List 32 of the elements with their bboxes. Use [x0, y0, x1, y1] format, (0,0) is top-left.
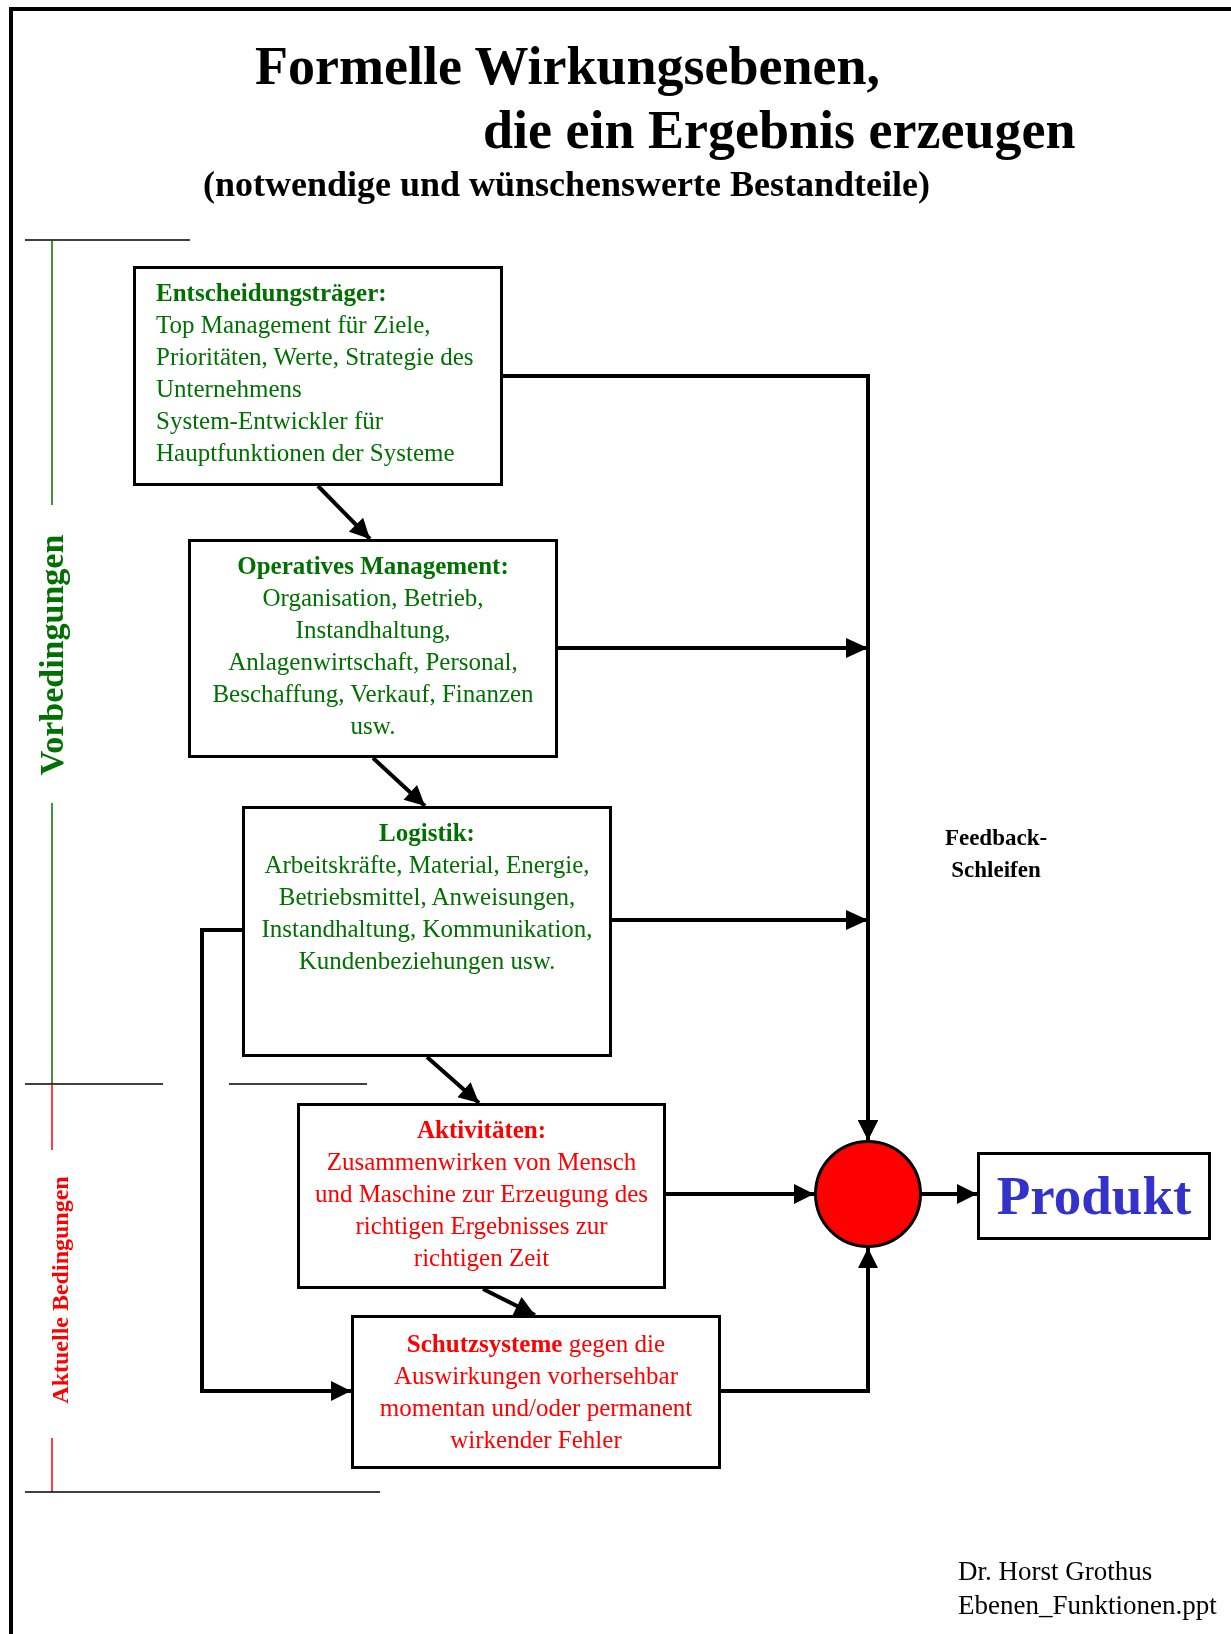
arrow — [316, 484, 372, 541]
process-box — [133, 266, 503, 486]
box-text: System-Entwickler für Hauptfunktionen der Systeme — [156, 406, 456, 468]
arrow — [200, 928, 351, 1401]
box-text: Organisation, Betrieb, Instandhaltung, Anlagenwirtschaft, Personal, Beschaffung, Verkauf, Finanzen usw. — [211, 583, 535, 741]
process-box — [351, 1315, 721, 1469]
box-text: Zusammenwirken von Mensch und Maschine zur Erzeugung des richtigen Ergebnisses zur richtigen Zeit — [313, 1147, 650, 1273]
box-text: Arbeitskräfte, Material, Energie, Betriebsmittel, Anweisungen, Instandhaltung, Kommunikation, Kundenbeziehungen usw. — [260, 850, 594, 976]
arrow — [666, 1184, 814, 1204]
box-text: Top Management für Ziele, Prioritäten, Werte, Strategie des Unternehmens — [156, 310, 475, 404]
box-heading: Logistik: — [378, 818, 476, 848]
box-text: Schutzsysteme gegen die Auswirkungen vorhersehbar momentan und/oder permanent wirkender Fehler — [378, 1329, 694, 1455]
title: Formelle Wirkungsebenen, die ein Ergebnis erzeugen — [255, 35, 1076, 162]
side-label: Aktuelle Bedingungen — [48, 1176, 72, 1404]
arrow — [482, 1287, 536, 1317]
feedback-label: Feedback- Schleifen — [943, 824, 1049, 884]
box-heading: Entscheidungsträger: — [156, 278, 388, 308]
arrow — [425, 1055, 481, 1105]
file-name-text: Ebenen_Funktionen.ppt — [958, 1589, 1217, 1622]
arrow — [721, 1248, 878, 1393]
arrow — [371, 756, 427, 808]
box-text: Produkt — [996, 1163, 1192, 1228]
process-box — [297, 1103, 666, 1289]
box-heading: Aktivitäten: — [415, 1115, 548, 1145]
process-box — [188, 539, 558, 758]
side-label: Vorbedingungen — [35, 534, 69, 776]
box-heading: Operatives Management: — [236, 551, 510, 581]
arrow — [922, 1184, 977, 1204]
process-box — [242, 806, 612, 1057]
subtitle: (notwendige und wünschenswerte Bestandteile) — [203, 163, 930, 205]
author-text: Dr. Horst Grothus — [958, 1555, 1153, 1588]
result-box — [977, 1152, 1211, 1240]
